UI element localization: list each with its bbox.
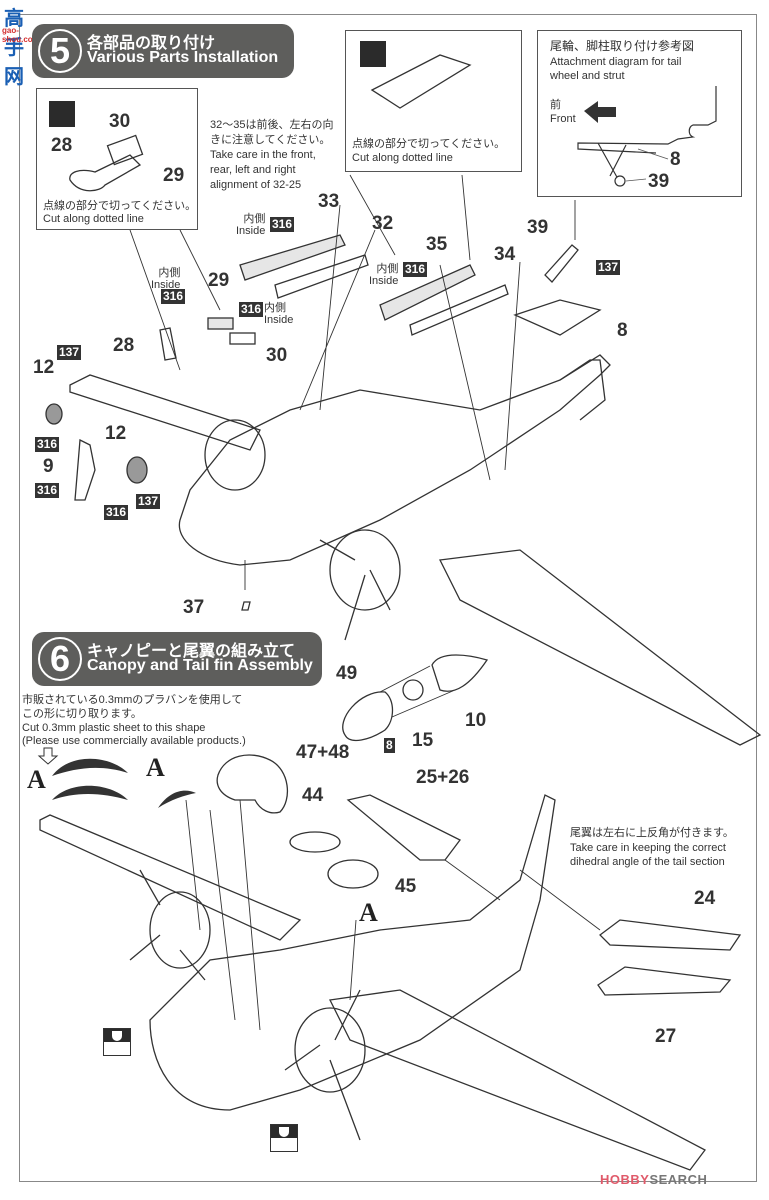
- step6-banner: 6 キャノピーと尾翼の組み立て Canopy and Tail fin Asse…: [32, 632, 322, 686]
- cut-note-en: Cut along dotted line: [43, 213, 144, 225]
- part-label-33: 33: [318, 191, 340, 212]
- inside-en: Inside: [264, 314, 294, 326]
- part-label-25-26: 25+26: [416, 767, 470, 788]
- drill-hole-icon: [103, 1028, 131, 1056]
- watermark-search: SEARCH: [649, 1172, 708, 1187]
- part-label-34: 34: [494, 244, 516, 265]
- alignment-note-en3: alignment of 32-25: [210, 179, 302, 191]
- cut-box-left: 30 28 29 点線の部分で切ってください。 Cut along dotted…: [36, 88, 198, 230]
- step6-title-jp: キャノピーと尾翼の組み立て: [87, 643, 296, 660]
- part-label-30: 30: [109, 111, 131, 132]
- step5-title-en: Various Parts Installation: [87, 49, 279, 66]
- part-label-8: 8: [670, 149, 681, 170]
- paint-code-316: 316: [270, 217, 295, 232]
- part-label-9: 9: [43, 456, 54, 477]
- inside-jp: 内側: [243, 213, 266, 225]
- cut-box-mid: 点線の部分で切ってください。 Cut along dotted line: [345, 30, 522, 172]
- paint-code-316: 316: [403, 262, 428, 277]
- alignment-note-en2: rear, left and right: [210, 164, 296, 176]
- part-label-32: 32: [372, 213, 394, 234]
- cut-note-jp: 点線の部分で切ってください。: [43, 200, 197, 212]
- front-arrow-icon: [577, 86, 717, 187]
- marker-a: A: [359, 898, 378, 927]
- inside-jp: 内側: [264, 302, 286, 314]
- part-label-39: 39: [527, 217, 549, 238]
- part-label-37: 37: [183, 597, 205, 618]
- part-label-47-48: 47+48: [296, 742, 350, 763]
- watermark-hobby: HOBBY: [600, 1172, 650, 1187]
- sheet-note-jp2: この形に切り取ります。: [22, 708, 142, 720]
- front-label-jp: 前: [550, 99, 561, 111]
- tail-box-title-jp: 尾輪、脚柱取り付け参考図: [550, 39, 695, 53]
- part-label-44: 44: [302, 785, 324, 806]
- paint-code-137: 137: [596, 260, 621, 275]
- part-label-49: 49: [336, 663, 358, 684]
- tail-box-title-en1: Attachment diagram for tail: [550, 56, 682, 68]
- part-label-29: 29: [163, 165, 185, 186]
- part-label-30: 30: [266, 345, 288, 366]
- paint-code-8: 8: [384, 738, 395, 753]
- tail-note-en2: dihedral angle of the tail section: [570, 856, 725, 868]
- inside-en: Inside: [369, 275, 399, 287]
- paint-code-316: 316: [35, 483, 60, 498]
- step5-number: 5: [38, 29, 82, 73]
- inside-en: Inside: [236, 225, 266, 237]
- part-label-15: 15: [412, 730, 434, 751]
- paint-code-316: 316: [104, 505, 129, 520]
- part-label-29: 29: [208, 270, 230, 291]
- page-frame: [19, 14, 757, 1182]
- part-label-45: 45: [395, 876, 417, 897]
- site-logo-chars: 高手网: [4, 8, 27, 88]
- alignment-note-jp1: 32～35は前後、左右の向: [210, 119, 334, 131]
- drill-hole-icon: [270, 1124, 298, 1152]
- marker-a: A: [146, 753, 165, 782]
- paint-code-137: 137: [136, 494, 161, 509]
- tail-note-jp: 尾翼は左右に上反角が付きます。: [570, 827, 734, 839]
- part-label-24: 24: [694, 888, 716, 909]
- knife-icon: [360, 41, 386, 67]
- paint-code-316: 316: [161, 289, 186, 304]
- paint-code-316: 316: [239, 302, 264, 317]
- part-label-39: 39: [648, 171, 670, 192]
- site-logo-url: gao-shou.com: [2, 26, 40, 44]
- paint-code-137: 137: [57, 345, 82, 360]
- front-label-en: Front: [550, 113, 576, 125]
- tail-wheel-reference-box: 尾輪、脚柱取り付け参考図 Attachment diagram for tail…: [537, 30, 742, 197]
- tail-note-en1: Take care in keeping the correct: [570, 842, 726, 854]
- part-label-28: 28: [51, 135, 73, 156]
- paint-code-316: 316: [35, 437, 60, 452]
- step6-title-en: Canopy and Tail fin Assembly: [87, 657, 313, 674]
- part-label-8: 8: [617, 320, 628, 341]
- inside-jp: 内側: [376, 263, 399, 275]
- part-label-10: 10: [465, 710, 487, 731]
- sheet-note-jp1: 市販されている0.3mmのプラバンを使用して: [22, 694, 243, 706]
- marker-a: A: [27, 765, 46, 794]
- part-label-35: 35: [426, 234, 448, 255]
- alignment-note-jp2: きに注意してください。: [210, 134, 331, 146]
- cut-note-en: Cut along dotted line: [352, 152, 453, 164]
- knife-icon: [49, 101, 75, 127]
- part-label-12b: 12: [105, 423, 127, 444]
- step5-banner: 5 各部品の取り付け Various Parts Installation: [32, 24, 294, 78]
- tail-box-title-en2: wheel and strut: [550, 70, 625, 82]
- part-label-12: 12: [33, 357, 55, 378]
- hobby-search-watermark: HOBBYSEARCH: [600, 1172, 707, 1187]
- sheet-note-en1: Cut 0.3mm plastic sheet to this shape: [22, 722, 206, 734]
- part-label-28: 28: [113, 335, 135, 356]
- inside-en: Inside: [151, 279, 181, 291]
- cut-note-jp: 点線の部分で切ってください。: [352, 138, 506, 150]
- step6-number: 6: [38, 637, 82, 681]
- inside-jp: 内側: [158, 267, 181, 279]
- alignment-note-en1: Take care in the front,: [210, 149, 316, 161]
- sheet-note-en2: (Please use commercially available produ…: [22, 735, 246, 747]
- step5-title-jp: 各部品の取り付け: [87, 35, 216, 52]
- part-label-27: 27: [655, 1026, 677, 1047]
